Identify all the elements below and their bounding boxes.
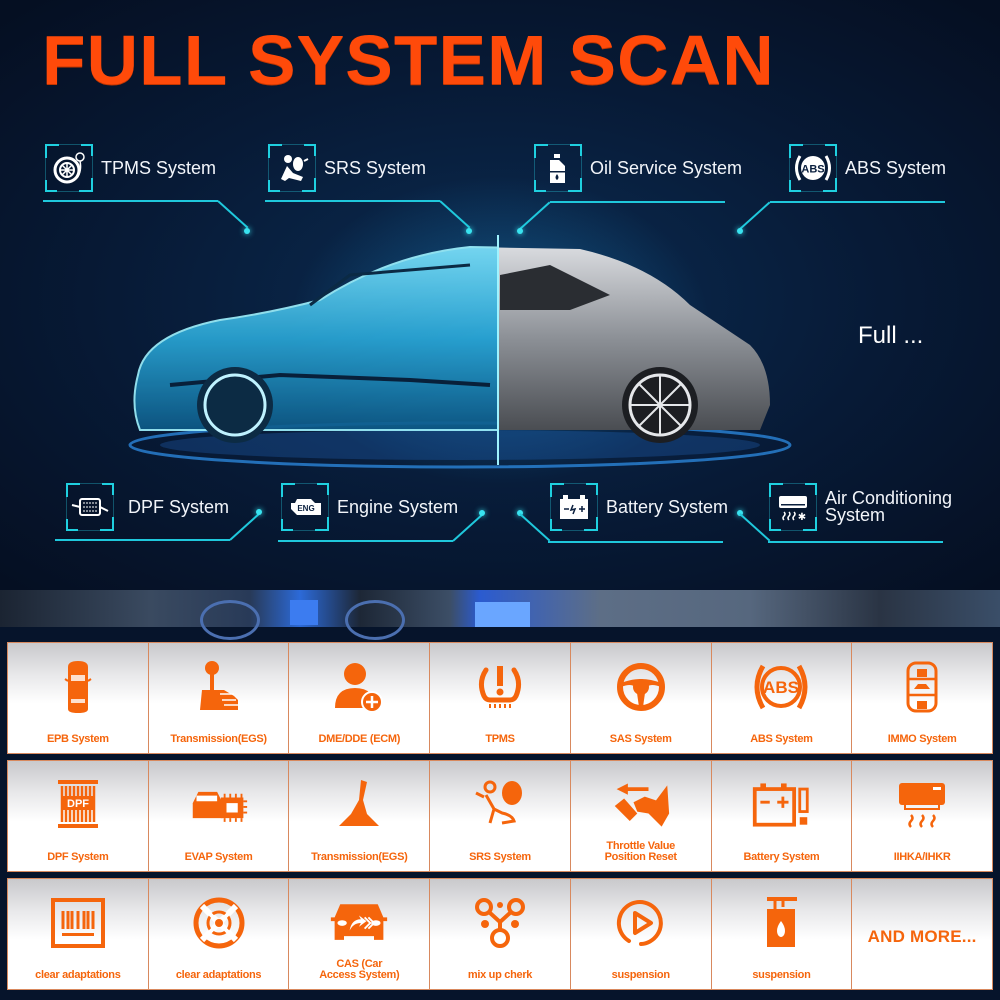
feature-label: CAS (Car Access System) [319,958,400,981]
feature-label: DME/DDE (ECM) [318,733,401,745]
tire-pressure-gauge-icon [45,144,93,192]
crosshair-dial-icon [189,893,249,953]
feature-clear-adaptations-2[interactable]: clear adaptations [147,878,290,990]
car-access-icon [329,893,389,953]
feature-evap-system[interactable]: EVAP System [147,760,290,872]
svg-text:DPF: DPF [67,798,89,810]
svg-text:ENG: ENG [297,504,314,513]
throttle-icon [611,775,671,835]
svg-text:ABS: ABS [763,678,799,697]
dpf-icon: DPF [48,775,108,835]
callout-engine: ENG Engine System [281,483,458,531]
callout-tpms: TPMS System [45,144,216,192]
callout-srs: SRS System [268,144,426,192]
feature-suspension-2[interactable]: suspension [710,878,853,990]
heater-tank-icon [751,893,811,953]
feature-abs-system[interactable]: ABS ABS System [710,642,853,754]
callout-air-conditioning: ✱ Air Conditioning System [769,483,952,531]
feature-label: ABS System [750,733,813,745]
feature-label: suspension [752,969,811,981]
abs-icon: ABS [789,144,837,192]
feature-srs-system[interactable]: SRS System [429,760,571,872]
dashboard-banner [0,590,1000,640]
feature-label: Throttle Value Position Reset [604,840,678,863]
callout-abs: ABS ABS System [789,144,946,192]
steering-wheel-icon [611,657,671,717]
callout-label: DPF System [128,496,230,517]
callout-label: Engine System [337,496,459,517]
airbag-icon [268,144,316,192]
callout-dpf: DPF System [66,483,229,531]
feature-sas-system[interactable]: SAS System [569,642,712,754]
car-top-view-icon [48,657,108,717]
feature-mix-up-cherk[interactable]: mix up cherk [429,878,571,990]
feature-suspension[interactable]: suspension [569,878,712,990]
feature-label: IMMO System [887,733,957,745]
callout-label: Oil Service System [590,157,743,178]
barcode-frame-icon [48,893,108,953]
feature-transmission-egs-2[interactable]: Transmission(EGS) [288,760,431,872]
feature-label: DPF System [47,851,109,863]
callout-label: Air Conditioning System [825,488,953,525]
engine-icon: ENG [281,483,329,531]
feature-label: clear adaptations [175,969,262,981]
battery-icon [550,483,598,531]
key-fob-icon [892,657,952,717]
feature-label: TPMS [485,733,515,745]
callout-label: TPMS System [101,157,217,178]
car-chip-icon [189,775,249,835]
oil-can-icon [534,144,582,192]
gear-lever-icon [329,775,389,835]
feature-cas-car-access-system[interactable]: CAS (Car Access System) [288,878,431,990]
feature-dme-dde-ecm[interactable]: DME/DDE (ECM) [288,642,431,754]
user-plus-icon [329,657,389,717]
callout-oil-service: Oil Service System [534,144,742,192]
feature-immo-system[interactable]: IMMO System [851,642,993,754]
feature-and-more[interactable]: AND MORE... [851,878,993,990]
svg-text:✱: ✱ [798,512,806,522]
feature-grid: EPB System Transmission(EGS) DME/DDE (EC… [7,642,993,990]
feature-tpms[interactable]: TPMS [429,642,571,754]
airbag-icon [470,775,530,835]
page-title: FULL SYSTEM SCAN [42,21,775,99]
callout-battery: Battery System [550,483,728,531]
svg-text:ABS: ABS [801,164,824,176]
feature-transmission-egs[interactable]: Transmission(EGS) [147,642,290,754]
feature-label: Transmission(EGS) [170,733,267,745]
feature-label: SRS System [469,851,531,863]
feature-label: IIHKA/IHKR [893,851,951,863]
feature-label: EPB System [46,733,109,745]
feature-label: EVAP System [184,851,253,863]
feature-epb-system[interactable]: EPB System [7,642,149,754]
air-conditioner-icon: ✱ [769,483,817,531]
feature-iihka-ihkr[interactable]: IIHKA/IHKR [851,760,993,872]
callout-label: ABS System [845,157,947,178]
molecule-icon [470,893,530,953]
and-more-label: AND MORE... [867,927,977,946]
abs-warning-icon: ABS [751,657,811,717]
feature-label: SAS System [609,733,672,745]
feature-label: Transmission(EGS) [311,851,408,863]
feature-label: clear adaptations [35,969,121,981]
battery-warning-icon [751,775,811,835]
car-illustration [110,235,830,470]
feature-label: suspension [611,969,670,981]
callout-label: SRS System [324,157,427,178]
feature-dpf-system[interactable]: DPF DPF System [7,760,149,872]
callout-label: Battery System [606,496,729,517]
gear-shift-icon [189,657,249,717]
hero-section: FULL SYSTEM SCAN TPMS System SRS System … [0,0,1000,590]
feature-label: mix up cherk [467,969,533,981]
feature-label: Battery System [743,851,820,863]
feature-throttle-value-position-reset[interactable]: Throttle Value Position Reset [569,760,712,872]
feature-clear-adaptations[interactable]: clear adaptations [7,878,149,990]
dpf-filter-icon [66,483,114,531]
tire-pressure-warning-icon [470,657,530,717]
play-circle-icon [611,893,671,953]
air-conditioner-heat-icon [892,775,952,835]
feature-battery-system[interactable]: Battery System [710,760,853,872]
full-text: Full ... [858,322,924,349]
